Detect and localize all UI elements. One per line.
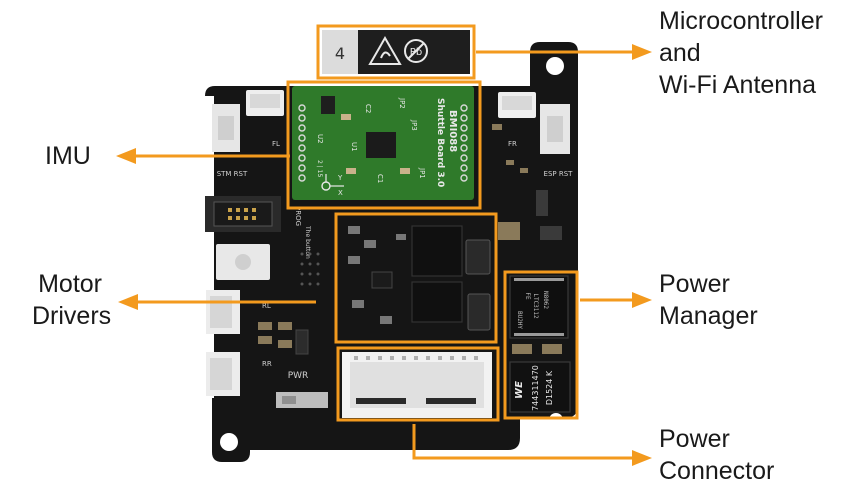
motor-driver-chips [348,222,520,331]
the-button-label: The button [304,225,311,259]
lead-free-icon: Pb [404,39,428,63]
svg-text:Pb: Pb [410,47,422,58]
imu-arrow [116,148,290,164]
mcu-highlight-box [316,24,476,80]
connector-rr [206,352,240,396]
motor-highlight-box [334,212,498,344]
imu-callout: IMU [45,140,91,172]
mcu-arrow [476,44,652,60]
rl-label: RL [262,302,271,310]
rr-label: RR [262,360,272,368]
ic-line4: BU2HY [516,311,523,329]
inductor-line1: 744311470 [531,365,540,411]
prog-label: PROG [294,206,302,226]
mcu-callout: Microcontroller and Wi-Fi Antenna [659,5,823,101]
imu-shuttle-board: BMI088 Shuttle Board 3.0 JP2 JP3 JP1 C2 … [292,86,474,200]
axis-y-label: Y [337,174,343,182]
jp2-label: JP2 [398,97,406,109]
mcu-callout-line: Wi-Fi Antenna [659,71,817,99]
power-connector-callout-line: Connector [659,457,775,485]
imu-highlight-box [286,80,482,210]
imu-callout-line: IMU [45,142,91,170]
power-connector-highlight-box [336,346,500,422]
stm-reset-button [212,104,240,152]
esp-reset-button [540,104,570,154]
jp1-label: JP1 [418,167,426,179]
fr-label: FR [508,140,517,148]
jp3-label: JP3 [410,119,418,131]
mcu-module: 4 Pb [322,30,470,74]
axis-icon [321,174,344,191]
ic-line2: LTC3112 [532,293,539,319]
esd-warning-icon [368,35,402,65]
motor-callout-line: Drivers [32,302,112,330]
power-manager-callout-line: Manager [659,302,758,330]
bmi088-chip [366,132,396,158]
power-connector-arrow [412,424,652,466]
stm-rst-label: STM RST [217,170,248,178]
mounting-hole [220,433,238,451]
inductor-line2: D1524 K [545,370,554,405]
power-connector-callout: Power Connector [659,423,774,487]
motor-callout-line: Motor [38,270,102,298]
mcu-callout-line: and [659,39,701,67]
bmi-label-line2: Shuttle Board 3.0 [435,98,445,187]
inductor-brand: WE [514,381,525,399]
power-manager-arrow [580,292,652,308]
mounting-hole [546,57,564,75]
mcu-callout-line: Microcontroller [659,7,823,35]
bmi-label-line1: BMI088 [447,110,458,152]
u2-label: U2 [316,134,324,144]
u1-label: U1 [350,142,358,152]
motor-callout: Motor Drivers [32,268,112,332]
power-manager-components: N8062 LTC3112 FE BU2HY WE 744311470 D152… [509,275,571,413]
c2-label: C2 [364,104,372,113]
pwr-label: PWR [288,371,309,381]
user-button [216,244,270,280]
power-manager-highlight-box [503,270,579,420]
c1-label: C1 [376,174,384,183]
power-connector-callout-line: Power [659,425,730,453]
ic-line3: FE [524,292,531,300]
inductor [509,361,571,413]
esp-rst-label: ESP RST [544,170,574,178]
power-manager-callout-line: Power [659,270,730,298]
pin-range-label: 2 | 15 [316,160,323,177]
ic-line1: N8062 [542,291,549,309]
power-connector [342,352,492,418]
axis-x-label: X [338,189,343,197]
prog-connector [205,196,281,232]
power-manager-callout: Power Manager [659,268,758,332]
motor-arrow [118,294,316,310]
module-number: 4 [335,44,345,63]
fl-label: FL [272,140,280,148]
via-grid [300,252,320,286]
mounting-hole [549,413,563,427]
connector-rl [206,290,240,334]
